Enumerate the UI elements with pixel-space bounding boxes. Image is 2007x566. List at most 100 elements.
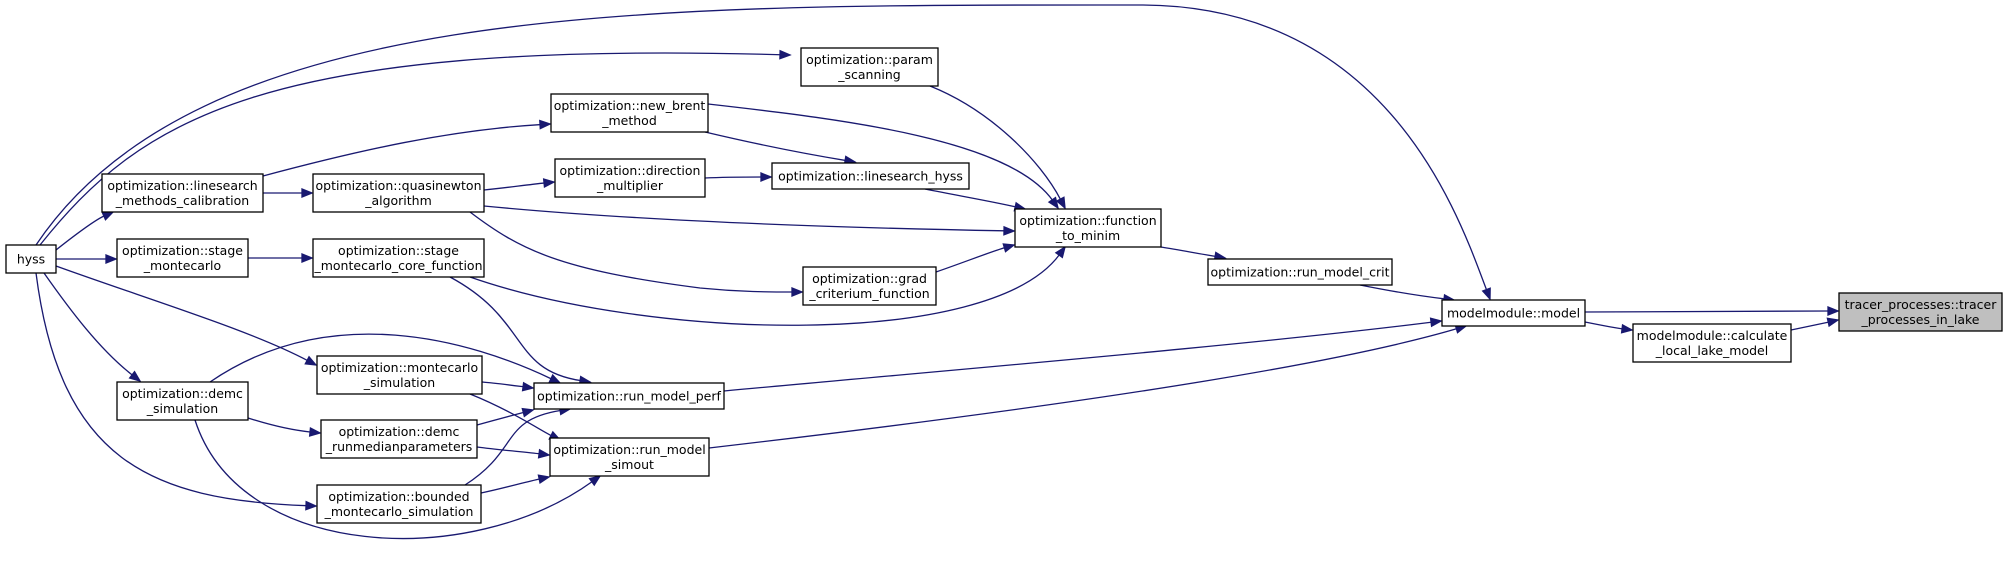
node-box: [312, 238, 485, 278]
node-label-line: optimization::demc: [339, 424, 460, 439]
node-stage-mc[interactable]: optimization::stage_montecarlo: [116, 238, 249, 278]
edge-calc_local_lake-to-tracer: [1790, 317, 1840, 331]
node-demc-sim[interactable]: optimization::demc_simulation: [116, 381, 249, 421]
edge-linesearch_calib-to-new_brent: [262, 119, 552, 177]
node-bounded-mc[interactable]: optimization::bounded_montecarlo_simulat…: [316, 484, 482, 524]
node-label-line: optimization::grad: [812, 271, 927, 286]
node-run-model-simout[interactable]: optimization::run_model_simout: [549, 437, 710, 477]
edge-function_to_minim-to-run_model_crit: [1160, 246, 1227, 262]
arrowhead-icon: [1826, 317, 1840, 328]
node-param-scanning[interactable]: optimization::param_scanning: [800, 47, 939, 87]
edge-model-to-calc_local_lake: [1584, 321, 1634, 334]
node-demc-runmedian[interactable]: optimization::demc_runmedianparameters: [320, 419, 478, 459]
edge-run_model_simout-to-model: [708, 324, 1468, 449]
arrowhead-icon: [542, 178, 556, 189]
node-label-line: _processes_in_lake: [1861, 312, 1980, 327]
arrowhead-icon: [128, 370, 142, 383]
node-label-line: _algorithm: [364, 193, 432, 208]
arrowhead-icon: [539, 119, 552, 130]
node-label-line: _to_minim: [1055, 228, 1120, 243]
arrowhead-icon: [1047, 196, 1060, 210]
edge-line: [262, 123, 542, 177]
edge-line: [704, 176, 763, 179]
node-grad-criterium[interactable]: optimization::grad_criterium_function: [802, 266, 937, 306]
node-label-line: _montecarlo_simulation: [324, 504, 474, 519]
edge-quasinewton-to-function_to_minim: [483, 205, 1016, 236]
node-linesearch-calib[interactable]: optimization::linesearch_methods_calibra…: [101, 173, 264, 213]
edge-run_model_perf-to-model: [723, 317, 1443, 392]
node-calc-local-lake[interactable]: modelmodule::calculate_local_lake_model: [1632, 323, 1792, 363]
edge-line: [209, 333, 553, 383]
arrowhead-icon: [305, 500, 318, 511]
edge-line: [449, 276, 582, 382]
edge-montecarlo_sim-to-run_model_perf: [481, 381, 535, 392]
arrowhead-icon: [760, 172, 773, 182]
edge-line: [476, 446, 541, 455]
arrowhead-icon: [1054, 245, 1067, 259]
node-label-line: _method: [601, 113, 657, 128]
nodes-layer: hyssoptimization::param_scanningoptimiza…: [5, 47, 2003, 524]
edge-line: [707, 103, 1054, 202]
node-label-line: optimization::run_model_perf: [537, 389, 721, 404]
edge-line: [481, 381, 525, 388]
arrowhead-icon: [779, 49, 792, 60]
arrowhead-icon: [1429, 317, 1443, 328]
node-label-line: optimization::function: [1019, 213, 1156, 228]
edge-hyss-to-model: [35, 4, 1491, 301]
arrowhead-icon: [1002, 243, 1016, 253]
arrowhead-icon: [537, 448, 551, 459]
node-quasinewton[interactable]: optimization::quasinewton_algorithm: [312, 173, 485, 213]
edge-line: [924, 188, 1017, 208]
edge-linesearch_calib-to-quasinewton: [263, 188, 314, 198]
node-label-line: optimization::bounded: [328, 489, 469, 504]
node-model[interactable]: modelmodule::model: [1441, 299, 1586, 327]
node-box: [1838, 292, 2003, 332]
node-box: [771, 162, 970, 190]
node-tracer[interactable]: tracer_processes::tracer_processes_in_la…: [1838, 292, 2003, 332]
node-label-line: _simout: [604, 457, 654, 472]
edge-line: [35, 4, 1488, 291]
edge-line: [469, 393, 553, 437]
arrowhead-icon: [588, 474, 602, 487]
node-box: [550, 93, 709, 133]
node-box: [1014, 208, 1162, 248]
edge-quasinewton-to-grad_criterium: [469, 211, 804, 297]
edge-hyss-to-bounded_mc: [35, 272, 318, 511]
node-label-line: _multiplier: [596, 178, 664, 193]
node-label-line: optimization::demc: [122, 386, 243, 401]
node-box: [1441, 299, 1586, 327]
node-box: [1632, 323, 1792, 363]
node-label-line: optimization::param: [806, 52, 933, 67]
node-label-line: _montecarlo_core_function: [313, 258, 482, 273]
edge-line: [483, 182, 546, 191]
node-direction-mult[interactable]: optimization::direction_multiplier: [554, 158, 706, 198]
node-new-brent[interactable]: optimization::new_brent_method: [550, 93, 709, 133]
node-label-line: optimization::linesearch_hyss: [778, 169, 963, 184]
edge-grad_criterium-to-function_to_minim: [935, 243, 1016, 273]
arrowhead-icon: [304, 355, 318, 366]
node-montecarlo-sim[interactable]: optimization::montecarlo_simulation: [316, 355, 483, 395]
node-linesearch-hyss[interactable]: optimization::linesearch_hyss: [771, 162, 970, 190]
node-run-model-perf[interactable]: optimization::run_model_perf: [533, 382, 725, 410]
edge-line: [1160, 246, 1217, 258]
edge-line: [1584, 321, 1624, 330]
node-label-line: optimization::run_model_crit: [1211, 265, 1390, 280]
node-stage-mc-core[interactable]: optimization::stage_montecarlo_core_func…: [312, 238, 485, 278]
arrowhead-icon: [1620, 323, 1634, 334]
edge-run_model_crit-to-model: [1359, 284, 1456, 304]
edge-line: [247, 417, 312, 433]
node-box: [312, 173, 485, 213]
node-label-line: tracer_processes::tracer: [1845, 297, 1998, 312]
node-label-line: optimization::linesearch: [107, 178, 257, 193]
node-label-line: hyss: [17, 252, 45, 267]
arrowhead-icon: [105, 254, 118, 264]
edge-hyss-to-demc_sim: [43, 272, 142, 383]
arrowhead-icon: [521, 381, 535, 392]
node-hyss[interactable]: hyss: [5, 244, 57, 274]
arrowhead-icon: [791, 287, 804, 297]
edge-new_brent-to-linesearch_hyss: [704, 131, 857, 166]
node-run-model-crit[interactable]: optimization::run_model_crit: [1207, 258, 1393, 286]
edge-line: [723, 321, 1433, 392]
edge-demc_runmedian-to-run_model_perf: [476, 407, 535, 426]
node-function-to-minim[interactable]: optimization::function_to_minim: [1014, 208, 1162, 248]
